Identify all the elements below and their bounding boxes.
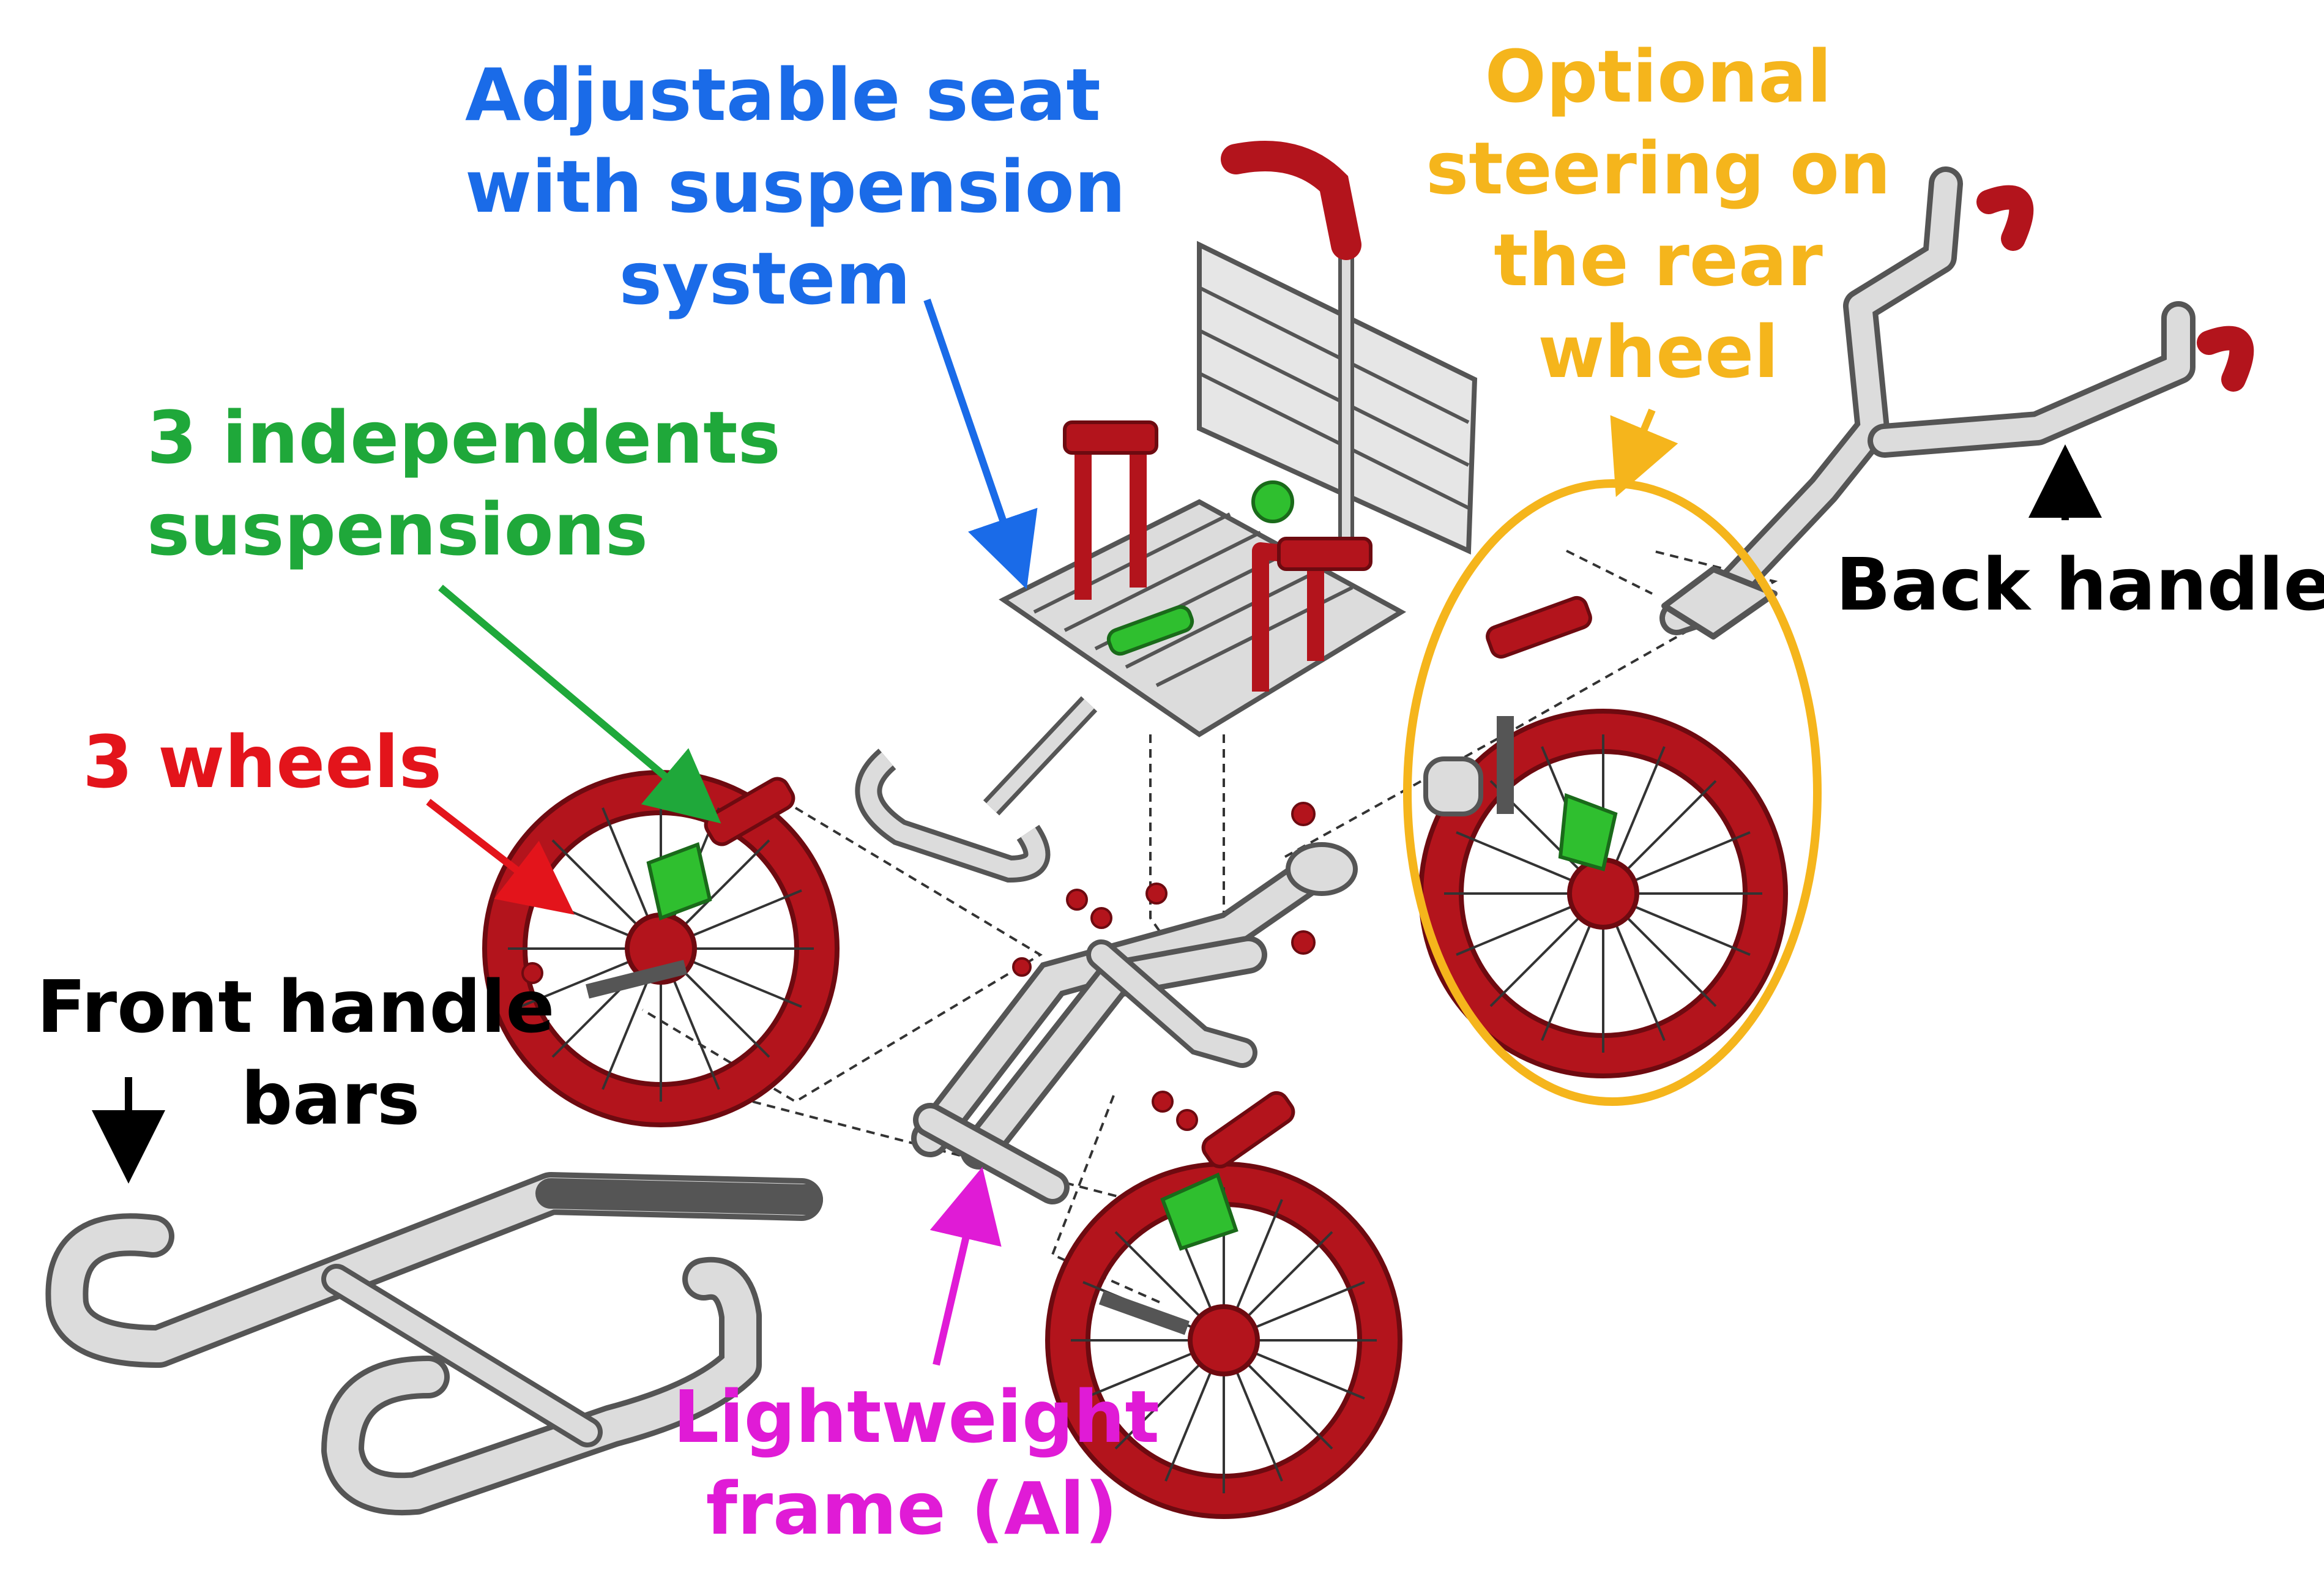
front-handle-label: Front handle bars [37, 961, 555, 1144]
seat-label-line: Adjustable seat [465, 53, 1101, 137]
wheels-label: 3 wheels [83, 716, 450, 808]
steering-label-line: steering on [1426, 126, 1891, 211]
seat-label-line: system [619, 236, 911, 321]
arrow-icon [929, 1166, 1002, 1366]
suspensions-label: 3 independents suspensions [147, 392, 781, 575]
arrow-icon [426, 799, 575, 915]
back-handle [1659, 166, 2254, 640]
frame-label: Lightweight frame (Al) [673, 1371, 1160, 1555]
frame-label-line: frame (Al) [706, 1466, 1118, 1551]
frame-label-line: Lightweight [673, 1375, 1160, 1459]
front-handle-label-line: Front handle [37, 965, 555, 1049]
fasteners [521, 802, 1316, 1131]
steering-label-line: wheel [1538, 310, 1779, 394]
back-handle-label-line: Back handle [1836, 542, 2324, 627]
seat-label: Adjustable seat with suspension system [465, 49, 1126, 324]
back-handle-label: Back handle [1836, 539, 2324, 630]
steering-label-line: Optional [1484, 34, 1832, 119]
suspensions-label-line: suspensions [147, 487, 648, 572]
arrow-icon [438, 584, 721, 824]
front-handle-bars [45, 1172, 823, 1516]
front-right-wheel [1045, 1091, 1402, 1519]
arrow-icon [1610, 408, 1678, 498]
front-handle-label-line: bars [240, 1056, 420, 1141]
steering-label-line: the rear [1494, 218, 1823, 302]
suspensions-label-line: 3 independents [147, 395, 781, 480]
lightweight-frame [911, 842, 1358, 1204]
arrow-icon [923, 299, 1038, 589]
rear-wheel [1418, 595, 1788, 1078]
wheels-label-line: 3 wheels [83, 720, 442, 804]
adjustable-seat [855, 141, 1478, 883]
seat-label-line: with suspension [465, 144, 1126, 229]
callout-arrows [92, 299, 2102, 1366]
steering-label: Optional steering on the rear wheel [1401, 31, 1915, 398]
front-left-wheel [482, 770, 840, 1127]
